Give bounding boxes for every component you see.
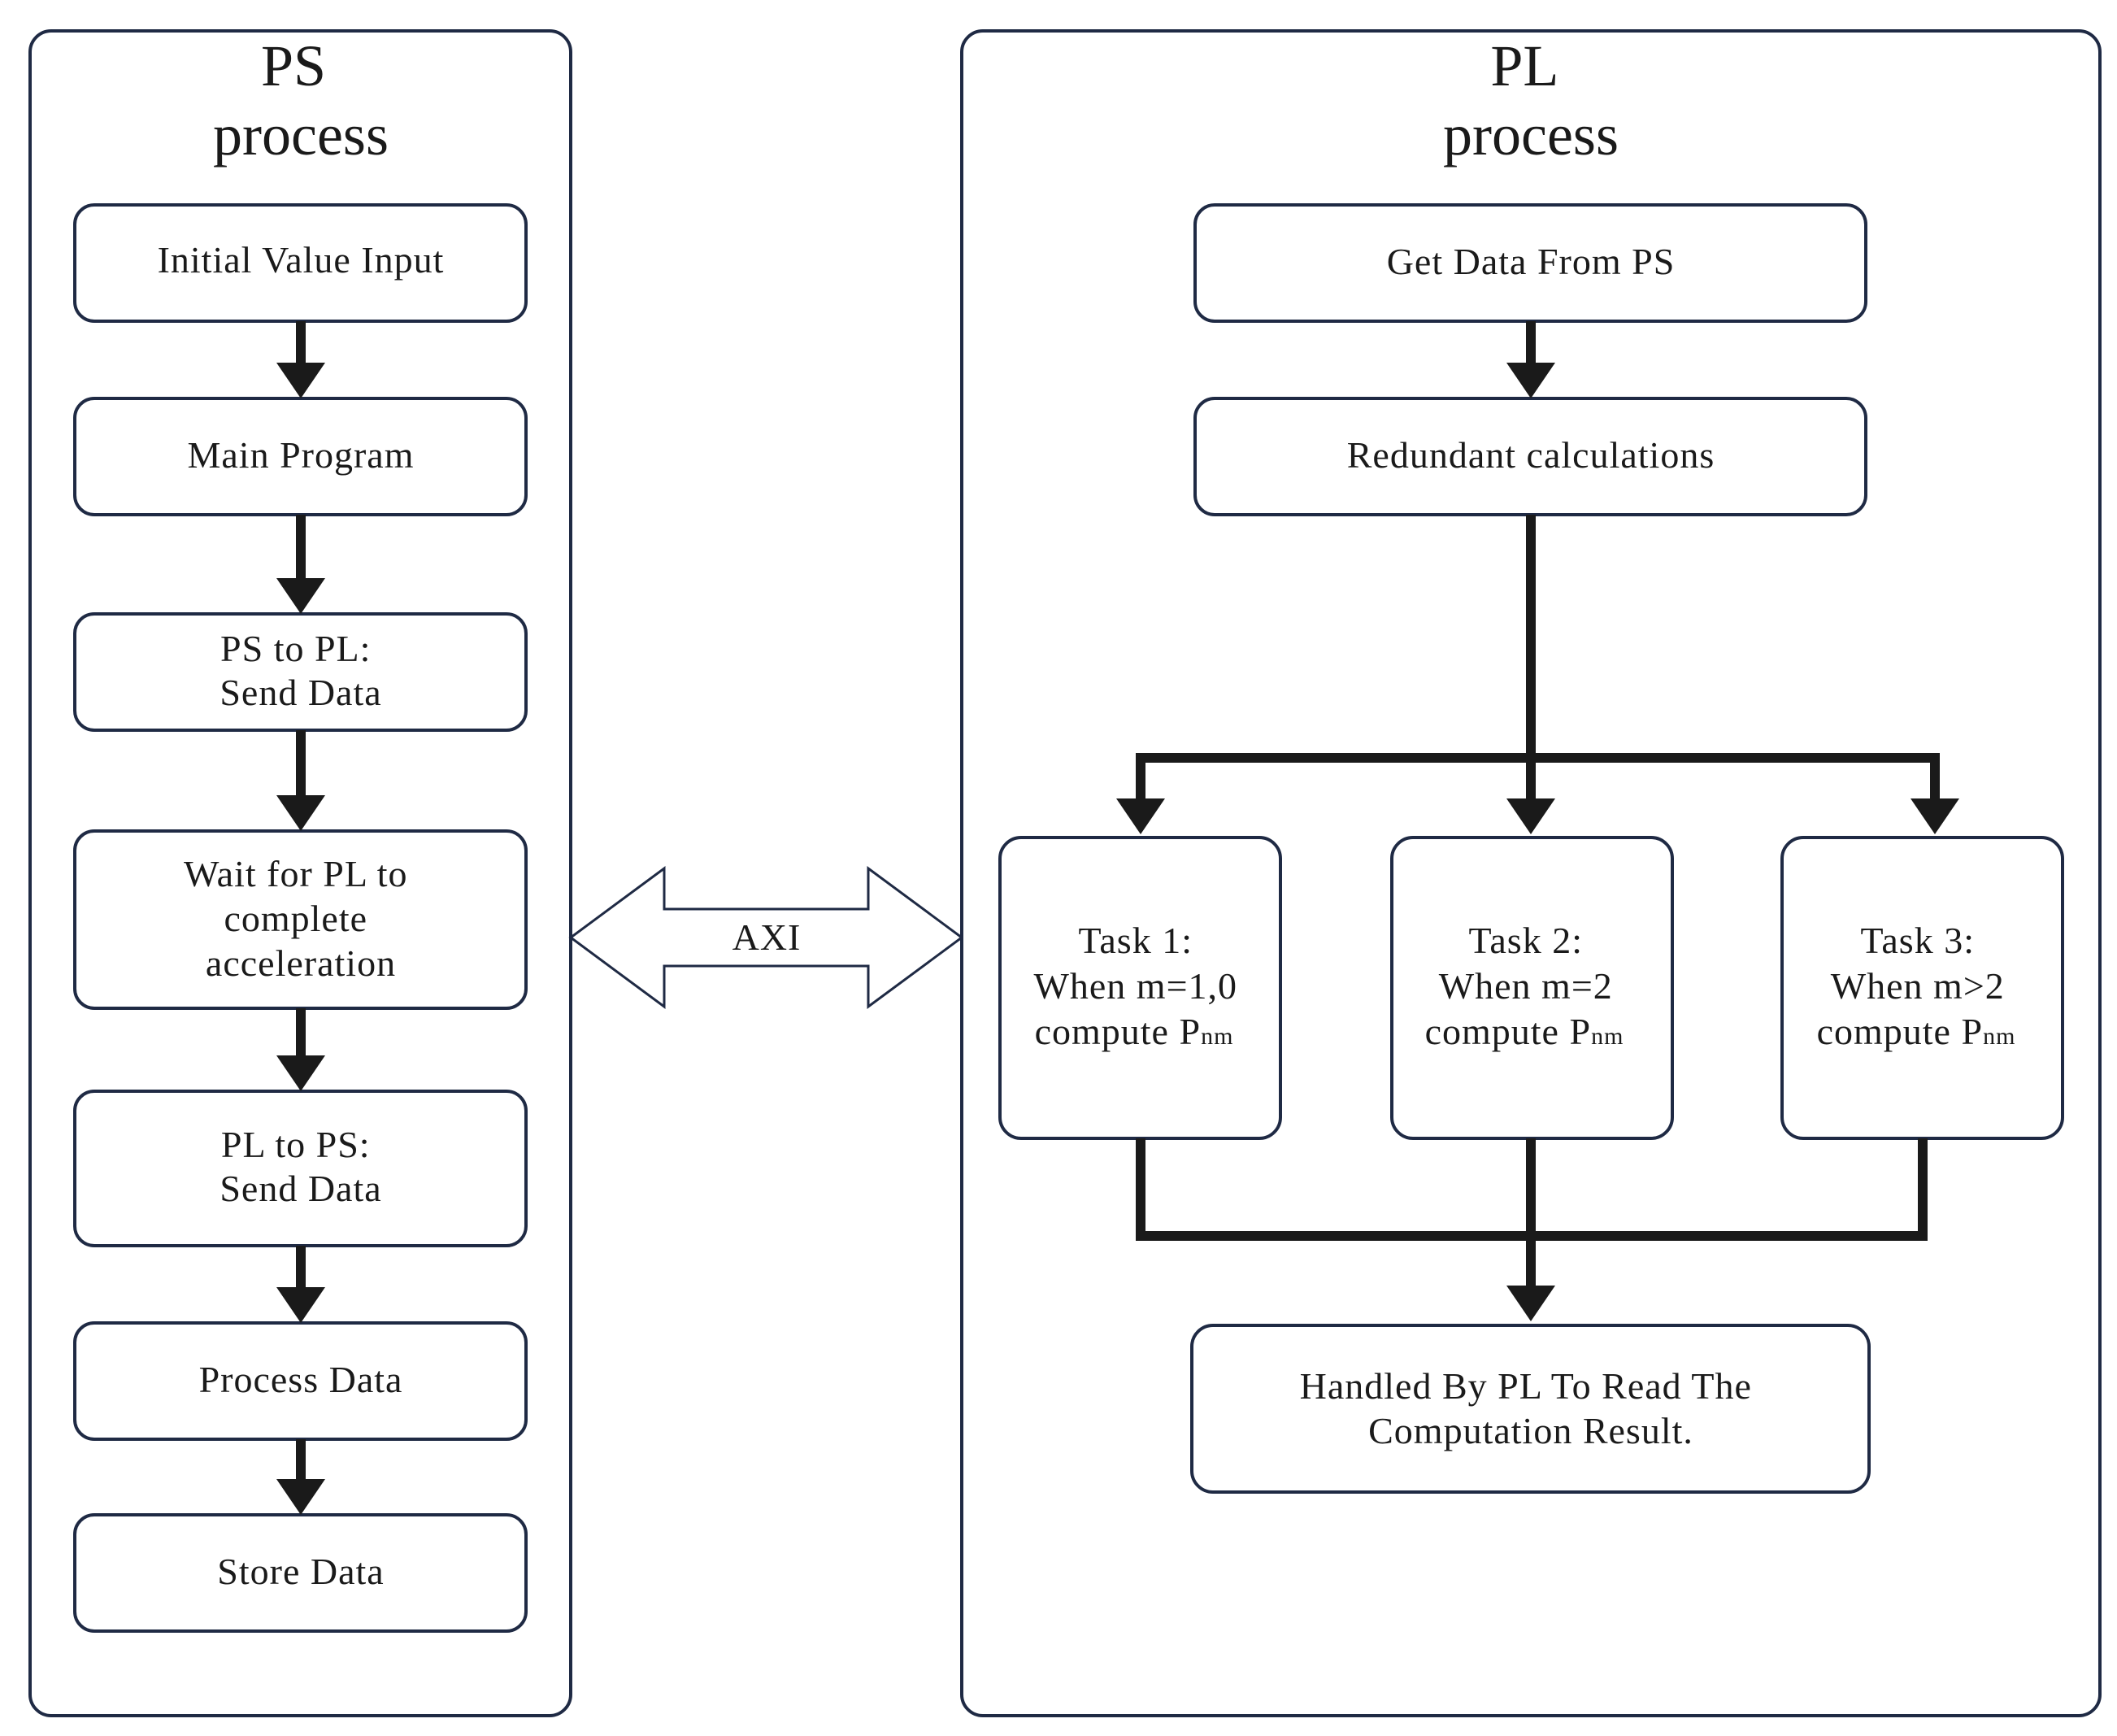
ps-arrow-6 bbox=[276, 1439, 325, 1515]
ps-step-store-data-label: Store Data bbox=[217, 1551, 384, 1592]
ps-arrow-1 bbox=[276, 321, 325, 398]
ps-step-process-data-label: Process Data bbox=[199, 1359, 403, 1400]
ps-step-receive-data-from-pl-label: PL to PS: Send Data bbox=[220, 1124, 381, 1209]
ps-arrow-5 bbox=[276, 1246, 325, 1323]
ps-step-main-program-label: Main Program bbox=[187, 434, 414, 476]
pl-branch-connector bbox=[1116, 515, 1959, 834]
pl-merge-connector bbox=[1136, 1138, 1928, 1321]
ps-arrow-4 bbox=[276, 1008, 325, 1091]
pl-arrow-get-to-redundant bbox=[1506, 321, 1555, 398]
ps-arrow-3 bbox=[276, 730, 325, 831]
pl-step-redundant-calculations-label: Redundant calculations bbox=[1347, 434, 1715, 476]
pl-task-1-label: Task 1: When m=1,0 compute Pnm bbox=[1033, 920, 1247, 1052]
ps-step-send-data-to-pl-label: PS to PL: Send Data bbox=[220, 628, 381, 713]
pl-panel-title: PL process bbox=[1443, 33, 1619, 168]
pl-step-read-result bbox=[1190, 1324, 1871, 1494]
pl-step-get-data-label: Get Data From PS bbox=[1387, 241, 1676, 282]
ps-step-wait-for-pl-label: Wait for PL to complete acceleration bbox=[184, 853, 418, 984]
ps-step-store-data bbox=[73, 1513, 528, 1633]
pl-task-3-label: Task 3: When m>2 compute Pnm bbox=[1817, 920, 2016, 1052]
ps-panel-title: PS process bbox=[213, 33, 389, 168]
pl-step-read-result-label: Handled By PL To Read The Computation Re… bbox=[1300, 1365, 1763, 1451]
pl-task-2-label: Task 2: When m=2 compute Pnm bbox=[1425, 920, 1624, 1052]
ps-arrow-2 bbox=[276, 515, 325, 614]
axi-label: AXI bbox=[732, 916, 802, 958]
ps-step-initial-value-input-label: Initial Value Input bbox=[158, 239, 445, 281]
